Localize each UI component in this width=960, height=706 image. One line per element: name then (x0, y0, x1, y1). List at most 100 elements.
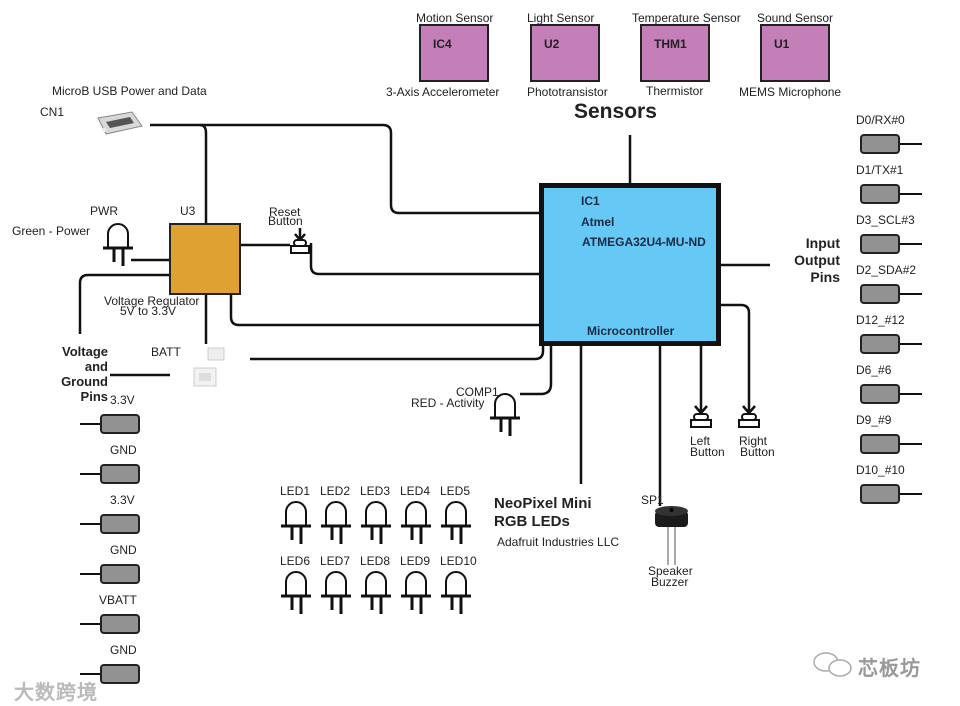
microcontroller: IC1 Atmel ATMEGA32U4-MU-ND Microcontroll… (539, 183, 721, 346)
speaker-buzzer-icon (655, 506, 688, 565)
reset-button-cap (293, 239, 307, 247)
voltage-regulator (169, 223, 241, 295)
mcu-maker: Atmel (581, 215, 615, 229)
reset-label-2: Button (268, 214, 303, 228)
usb-title: MicroB USB Power and Data (52, 84, 207, 98)
sensor-category: Light Sensor (527, 11, 595, 25)
sensor-type: Phototransistor (527, 85, 608, 99)
left-button-label-2: Button (690, 445, 725, 459)
led-icon (399, 500, 433, 546)
neopixel-title-2: RGB LEDs (494, 513, 570, 530)
led-icon (319, 570, 353, 616)
led-icon (319, 500, 353, 546)
power-group-line: Ground (61, 374, 108, 389)
activity-led-ref: COMP1 (456, 385, 499, 399)
power-pin-pad (100, 614, 140, 634)
power-pin-label: GND (110, 643, 137, 657)
io-pin-label: D1/TX#1 (856, 163, 904, 177)
speaker-ref: SP1 (641, 493, 664, 507)
power-group-line: and (84, 359, 108, 374)
io-pin-label: D10_#10 (856, 463, 905, 477)
power-pin-pad (100, 414, 140, 434)
led-icon (359, 500, 393, 546)
reset-label-1: Reset (269, 205, 301, 219)
power-pin-pad (100, 514, 140, 534)
right-button-cap (741, 413, 757, 421)
usb-connector-icon (97, 111, 143, 135)
sensor-category: Temperature Sensor (632, 11, 741, 25)
power-pin-pad (100, 564, 140, 584)
power-pin-stubs (80, 423, 100, 675)
power-pin-pad (100, 464, 140, 484)
neopixel-maker: Adafruit Industries LLC (497, 535, 620, 549)
sensor-ref: U1 (774, 37, 790, 51)
sensor-category: Motion Sensor (416, 11, 494, 25)
watermark-right: 芯板坊 (858, 658, 921, 680)
led-icon (359, 570, 393, 616)
io-pin-label: D6_#6 (856, 363, 892, 377)
right-button-label-1: Right (739, 434, 768, 448)
led-icon (439, 570, 473, 616)
io-pin-label: D2_SDA#2 (856, 263, 917, 277)
mcu-part: ATMEGA32U4-MU-ND (582, 235, 706, 249)
io-pin-pad (860, 184, 900, 204)
led-label: LED4 (400, 484, 431, 498)
io-pin-pad (860, 134, 900, 154)
reset-button-base (290, 245, 310, 254)
mcu-ref: IC1 (581, 194, 600, 208)
power-pin-label: 3.3V (110, 393, 135, 407)
io-pin-pad (860, 334, 900, 354)
wire-reset-mcu (309, 243, 540, 276)
led-label: LED8 (360, 554, 391, 568)
wire-mcu-activity (520, 346, 553, 396)
sensor-chip: U1 (760, 24, 830, 82)
wire-mcu-right-button (721, 303, 751, 412)
io-pin-label: D0/RX#0 (856, 113, 905, 127)
io-group-line: Output (794, 252, 840, 268)
power-pin-label: VBATT (99, 593, 137, 607)
neopixel-title-1: NeoPixel Mini (494, 495, 592, 512)
regulator-label: Voltage Regulator (104, 294, 200, 308)
io-pin-pad (860, 484, 900, 504)
sensor-ref: THM1 (654, 37, 687, 51)
sensor-chip: IC4 (419, 24, 489, 82)
power-pin-label: 3.3V (110, 493, 135, 507)
watermark-left: 大数跨境 (14, 682, 98, 704)
sensor-chip: THM1 (640, 24, 710, 82)
sensor-ref: IC4 (433, 37, 452, 51)
power-pin-pad (100, 664, 140, 684)
wire-regulator-mcu (229, 295, 540, 327)
mcu-role: Microcontroller (587, 324, 675, 338)
wire-usb-regulator (199, 123, 208, 223)
speaker-label-2: Buzzer (651, 575, 689, 589)
io-pin-pad (860, 434, 900, 454)
io-pin-label: D9_#9 (856, 413, 892, 427)
led-icon (279, 500, 313, 546)
pwr-led-icon (101, 222, 135, 268)
speaker-label-1: Speaker (648, 564, 693, 578)
sensor-type: Thermistor (646, 84, 704, 98)
io-pin-label: D12_#12 (856, 313, 905, 327)
io-group-line: Pins (810, 269, 840, 285)
activity-led-icon (488, 392, 522, 438)
led-label: LED10 (440, 554, 477, 568)
activity-led-desc: RED - Activity (411, 396, 485, 410)
arrow-reset (294, 228, 306, 242)
io-pin-stubs (900, 143, 922, 495)
power-group-line: Pins (80, 389, 108, 404)
led-icon (279, 570, 313, 616)
right-button-base (738, 419, 760, 428)
sensor-category: Sound Sensor (757, 11, 834, 25)
sensor-ref: U2 (544, 37, 560, 51)
io-pin-pad (860, 384, 900, 404)
power-group-line: Voltage (62, 344, 108, 359)
sensor-chip: U2 (530, 24, 600, 82)
sensor-type: MEMS Microphone (739, 85, 842, 99)
wire-batt-mcu (250, 346, 545, 361)
sensors-title: Sensors (574, 100, 657, 123)
wechat-icon (813, 652, 852, 677)
io-pin-pad (860, 284, 900, 304)
power-pin-label: GND (110, 543, 137, 557)
io-group-label: Input Output Pins (772, 235, 840, 286)
